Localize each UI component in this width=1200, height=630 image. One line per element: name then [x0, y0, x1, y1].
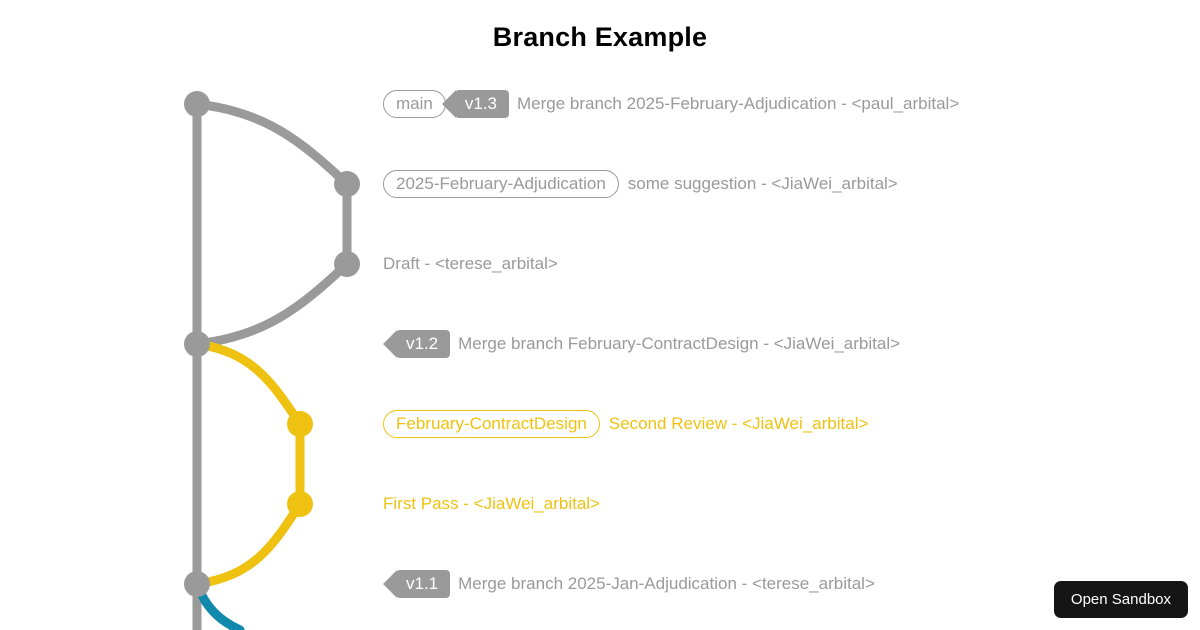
commit-row: Draft - <terese_arbital>	[383, 247, 558, 281]
branch-label-february-contractdesign[interactable]: February-ContractDesign	[383, 410, 600, 438]
commit-message: Merge branch February-ContractDesign - <…	[458, 334, 901, 353]
branch-line-contractdesign-merge	[192, 499, 305, 589]
commit-message: some suggestion - <JiaWei_arbital>	[627, 174, 898, 193]
commit-message: Merge branch 2025-February-Adjudication …	[517, 94, 960, 113]
commit-node-v1-3[interactable]	[184, 91, 210, 117]
commit-node-some-suggestion[interactable]	[334, 171, 360, 197]
commit-row: First Pass - <JiaWei_arbital>	[383, 487, 600, 521]
branch-line-feb-adjudication-merge	[192, 259, 352, 349]
commit-row: 2025-February-Adjudication some suggesti…	[383, 167, 898, 201]
commit-message: Draft - <terese_arbital>	[383, 254, 558, 273]
commit-node-draft[interactable]	[334, 251, 360, 277]
page-title: Branch Example	[492, 22, 708, 52]
commit-row: v1.1 Merge branch 2025-Jan-Adjudication …	[382, 567, 875, 601]
commit-node-first-pass[interactable]	[287, 491, 313, 517]
commit-node-v1-1[interactable]	[184, 571, 210, 597]
commit-node-v1-2[interactable]	[184, 331, 210, 357]
branch-line-contractdesign-out	[192, 339, 305, 429]
branch-line-feb-adjudication-out	[192, 99, 352, 189]
version-tag-v1-2[interactable]: v1.2	[382, 330, 451, 358]
commit-message: Second Review - <JiaWei_arbital>	[608, 414, 869, 433]
branch-label-main[interactable]: main	[383, 90, 446, 118]
commit-message: Merge branch 2025-Jan-Adjudication - <te…	[458, 574, 875, 593]
version-tag-v1-1[interactable]: v1.1	[382, 570, 451, 598]
commit-node-second-review[interactable]	[287, 411, 313, 437]
commit-row: main v1.3 Merge branch 2025-February-Adj…	[383, 87, 959, 121]
commit-row: v1.2 Merge branch February-ContractDesig…	[382, 327, 901, 361]
version-tag-v1-3[interactable]: v1.3	[441, 90, 509, 118]
commit-message: First Pass - <JiaWei_arbital>	[383, 494, 600, 513]
branch-label-2025-february-adjudication[interactable]: 2025-February-Adjudication	[383, 170, 619, 198]
open-sandbox-button[interactable]: Open Sandbox	[1053, 581, 1188, 618]
commit-row: February-ContractDesign Second Review - …	[383, 407, 868, 441]
